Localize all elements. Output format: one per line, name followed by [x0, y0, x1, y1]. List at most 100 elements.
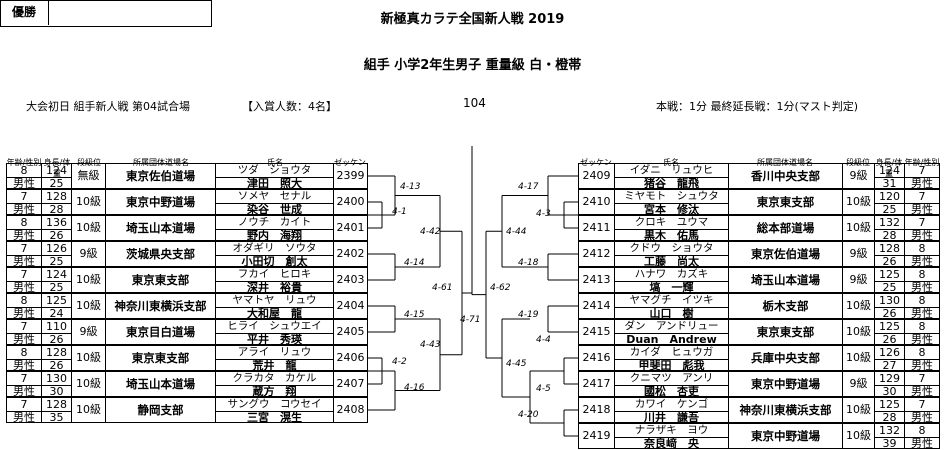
height-weight-cell-top: 136 — [42, 216, 71, 230]
age-sex-cell-top: 8 — [905, 242, 939, 256]
name-cell: クドウ ショウタ工藤 尚太 — [614, 241, 729, 268]
name-cell-bottom: 山口 樹 — [649, 307, 694, 320]
height-weight-cell-bottom: 25 — [49, 281, 64, 294]
name-cell: オダギリ ソウタ小田切 創太 — [215, 241, 334, 268]
name-cell-bottom: 工藤 尚太 — [644, 255, 699, 268]
height-weight-cell-bottom: 25 — [49, 255, 64, 268]
age-sex-cell-bottom: 男性 — [911, 281, 933, 294]
number-cell: 2403 — [333, 267, 368, 293]
number-cell: 2400 — [333, 189, 368, 215]
number-cell: 2402 — [333, 241, 368, 267]
age-sex-cell-top: 7 — [905, 164, 939, 178]
height-weight-cell-bottom: 30 — [49, 385, 64, 398]
name-cell-bottom: 深井 裕貴 — [247, 281, 302, 294]
height-weight-cell-bottom: 31 — [882, 177, 897, 190]
name-cell-top: ヤマトヤ リュウ — [216, 294, 333, 308]
name-cell-top: オダギリ ソウタ — [216, 242, 333, 256]
height-weight-cell-bottom: 28 — [49, 203, 64, 216]
name-cell-top: クドウ ショウタ — [615, 242, 728, 256]
age-sex-cell-top: 7 — [7, 268, 41, 282]
height-weight-cell-bottom: 27 — [882, 359, 897, 372]
height-weight-cell-bottom: 26 — [882, 307, 897, 320]
age-sex-cell-bottom: 男性 — [911, 359, 933, 372]
name-cell: カイダ ヒュウガ甲斐田 彪我 — [614, 345, 729, 372]
name-cell-top: サングウ コウセイ — [216, 398, 333, 412]
match-label: 4-16 — [404, 383, 425, 393]
name-cell-bottom: 宮本 修汰 — [644, 203, 699, 216]
name-cell: ソメヤ セナル染谷 世成 — [215, 189, 334, 216]
age-sex-cell-bottom: 男性 — [911, 333, 933, 346]
name-cell-bottom: 野内 海翔 — [247, 229, 302, 242]
match-label: 4-18 — [518, 258, 539, 268]
name-cell-bottom: Duan Andrew — [626, 333, 717, 346]
name-cell-bottom: 甲斐田 彪我 — [638, 359, 705, 372]
height-weight-cell-top: 110 — [42, 320, 71, 334]
age-sex-cell-bottom: 男性 — [13, 359, 35, 372]
height-weight-cell-top: 126 — [42, 242, 71, 256]
height-weight-cell-top: 124 — [875, 164, 904, 178]
match-label: 4-44 — [506, 227, 527, 237]
height-weight-cell-top: 129 — [875, 372, 904, 386]
height-weight-cell-bottom: 26 — [882, 333, 897, 346]
age-sex-cell-bottom: 男性 — [911, 411, 933, 424]
match-label: 4-71 — [460, 315, 481, 325]
age-sex-cell-bottom: 男性 — [13, 411, 35, 424]
age-sex-cell-top: 7 — [7, 190, 41, 204]
name-cell: ノウチ カイト野内 海翔 — [215, 215, 334, 242]
age-sex-cell-top: 8 — [905, 268, 939, 282]
bracket-number: 104 — [463, 96, 486, 110]
header-name: 氏名 — [267, 158, 283, 167]
entrant-count: 【入賞人数：4名】 — [242, 100, 337, 113]
header-name-right: 氏名 — [663, 158, 679, 167]
match-label: 4-2 — [392, 357, 407, 367]
division-title: 組手 小学2年生男子 重量級 白・橙帯 — [363, 58, 582, 73]
age-sex-cell-top: 7 — [905, 216, 939, 230]
age-sex-cell-bottom: 男性 — [911, 307, 933, 320]
age-sex-cell-bottom: 男性 — [13, 385, 35, 398]
height-weight-cell-bottom: 25 — [882, 203, 897, 216]
age-sex-cell-top: 7 — [905, 190, 939, 204]
name-cell-top: ヤマグチ イツキ — [615, 294, 728, 308]
age-sex-cell-top: 8 — [7, 346, 41, 360]
number-cell: 2404 — [333, 293, 368, 319]
match-label: 4-20 — [518, 410, 539, 420]
match-label: 4-4 — [536, 335, 551, 345]
height-weight-cell-top: 132 — [875, 216, 904, 230]
name-cell: アライ リュウ荒井 龍 — [215, 345, 334, 372]
age-sex-cell-top: 7 — [905, 372, 939, 386]
height-weight-cell-bottom: 26 — [49, 229, 64, 242]
number-cell: 2408 — [333, 397, 368, 423]
page-title: 新極真カラテ全国新人戦 2019 — [380, 12, 565, 27]
height-weight-cell-bottom: 26 — [49, 359, 64, 372]
name-cell-bottom: 三宮 滉生 — [247, 411, 302, 424]
match-label: 4-62 — [490, 283, 511, 293]
height-weight-cell-top: 130 — [875, 294, 904, 308]
name-cell-bottom: 黒木 佑馬 — [644, 229, 699, 242]
age-sex-cell-bottom: 男性 — [13, 203, 35, 216]
name-cell: ツダ ショウタ津田 照大 — [215, 163, 334, 190]
age-sex-cell-bottom: 男性 — [13, 229, 35, 242]
name-cell-bottom: 荒井 龍 — [252, 359, 297, 372]
name-cell-top: アライ リュウ — [216, 346, 333, 360]
height-weight-cell-bottom: 26 — [49, 333, 64, 346]
height-weight-cell-top: 120 — [875, 190, 904, 204]
age-sex-cell-top: 7 — [7, 320, 41, 334]
